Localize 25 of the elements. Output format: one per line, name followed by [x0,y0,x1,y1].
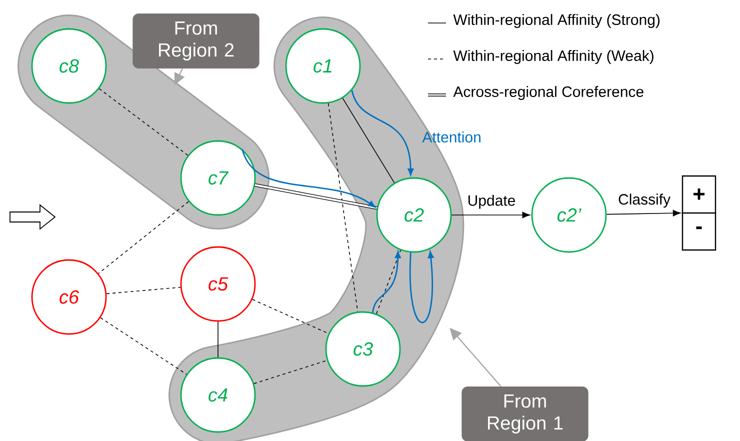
connector-line [252,299,329,334]
connector-line [328,102,358,312]
attention-label: Attention [422,132,480,142]
connector-line [100,317,187,375]
connector-line [98,201,189,274]
connector-line [342,98,395,184]
arrow [351,90,414,176]
legend-text: Within-regional Affinity (Weak) [453,50,654,64]
arrow [372,251,401,313]
region-tag: From Region 1 [462,386,588,441]
arrow [606,210,681,216]
connector-line [254,360,328,384]
legend-text: Across-regional Coreference [453,86,644,100]
edge-label: Update [466,194,517,210]
arrow [242,148,376,208]
edge-label: Classify [617,192,672,209]
output-box: + - [682,175,716,251]
connector-line [254,183,378,210]
region-blob [18,14,270,230]
connector-line [106,286,181,294]
arrow [409,251,434,324]
legend-text: Within-regional Affinity (Strong) [453,14,660,28]
arrow [451,212,530,218]
connector-line [376,250,401,314]
connector-line [98,88,188,156]
